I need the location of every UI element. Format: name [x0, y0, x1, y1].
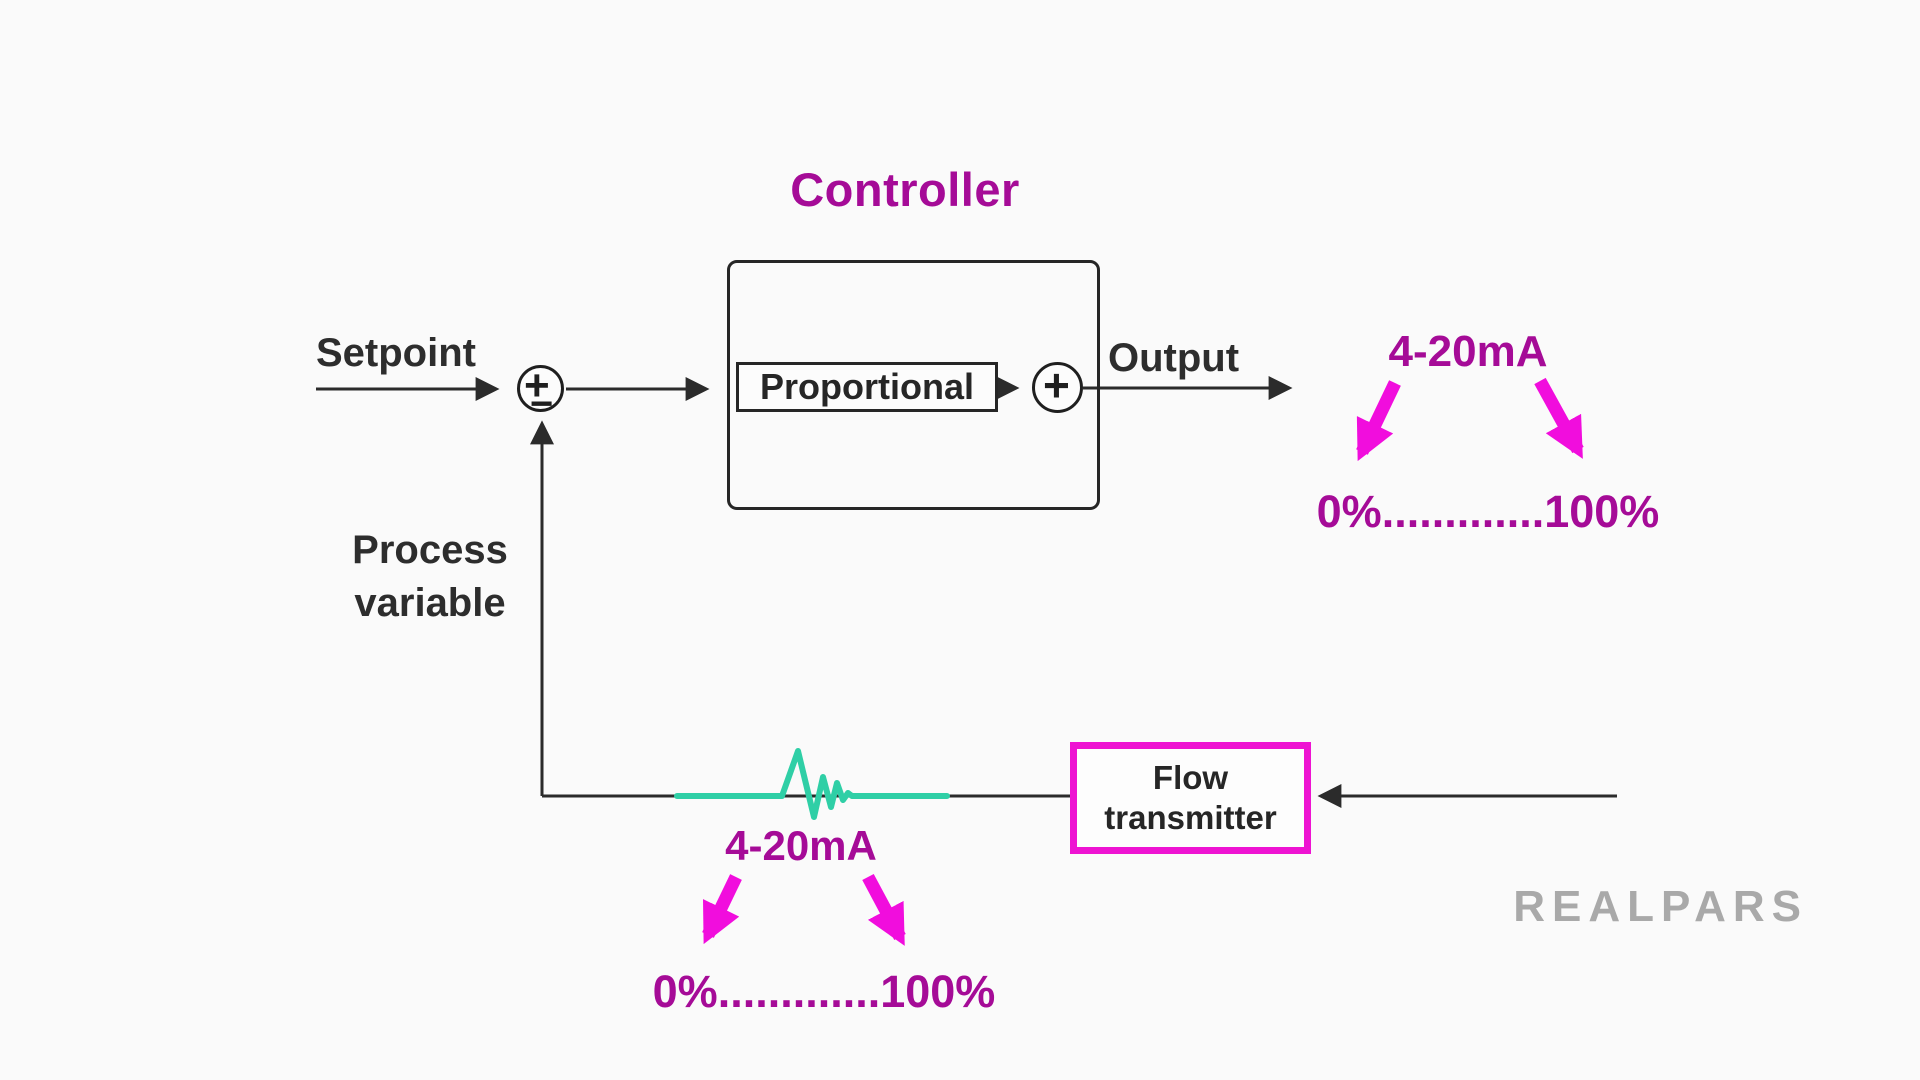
output-signal-scale-label: 0%.............100% — [1316, 486, 1660, 537]
flow-transmitter-line1: Flow — [1152, 759, 1229, 796]
realpars-logo: REALPARS — [1513, 882, 1808, 931]
flow-transmitter-line2: transmitter — [1104, 799, 1277, 836]
flow-transmitter-block: Flow transmitter — [1070, 742, 1311, 854]
setpoint-label: Setpoint — [316, 331, 476, 375]
output-label: Output — [1108, 336, 1240, 380]
process-variable-label: Process variable — [330, 524, 530, 630]
controller-title: Controller — [790, 163, 1020, 216]
output-range-arrow-right — [1534, 377, 1584, 459]
feedback-signal-range-label: 4-20mA — [725, 822, 877, 869]
summing-junction: + − — [517, 361, 564, 426]
proportional-block: Proportional — [736, 362, 998, 412]
output-range-arrow-left — [1356, 380, 1401, 462]
feedback-range-arrow-right — [862, 873, 906, 946]
feedback-signal-scale-label: 0%.............100% — [652, 966, 996, 1017]
inner-summing-junction: + — [1032, 359, 1083, 413]
inner-plus-sign: + — [1043, 359, 1070, 411]
process-variable-line2: variable — [354, 581, 506, 625]
summing-minus-sign: − — [530, 382, 554, 426]
output-signal-range-label: 4-20mA — [1388, 327, 1548, 376]
process-variable-line1: Process — [352, 528, 508, 572]
summing-plus-sign: + — [524, 361, 550, 410]
feedback-range-arrow-left — [702, 874, 742, 945]
proportional-label: Proportional — [760, 366, 974, 407]
controller-box — [727, 260, 1100, 510]
current-signal-squiggle — [674, 748, 950, 820]
